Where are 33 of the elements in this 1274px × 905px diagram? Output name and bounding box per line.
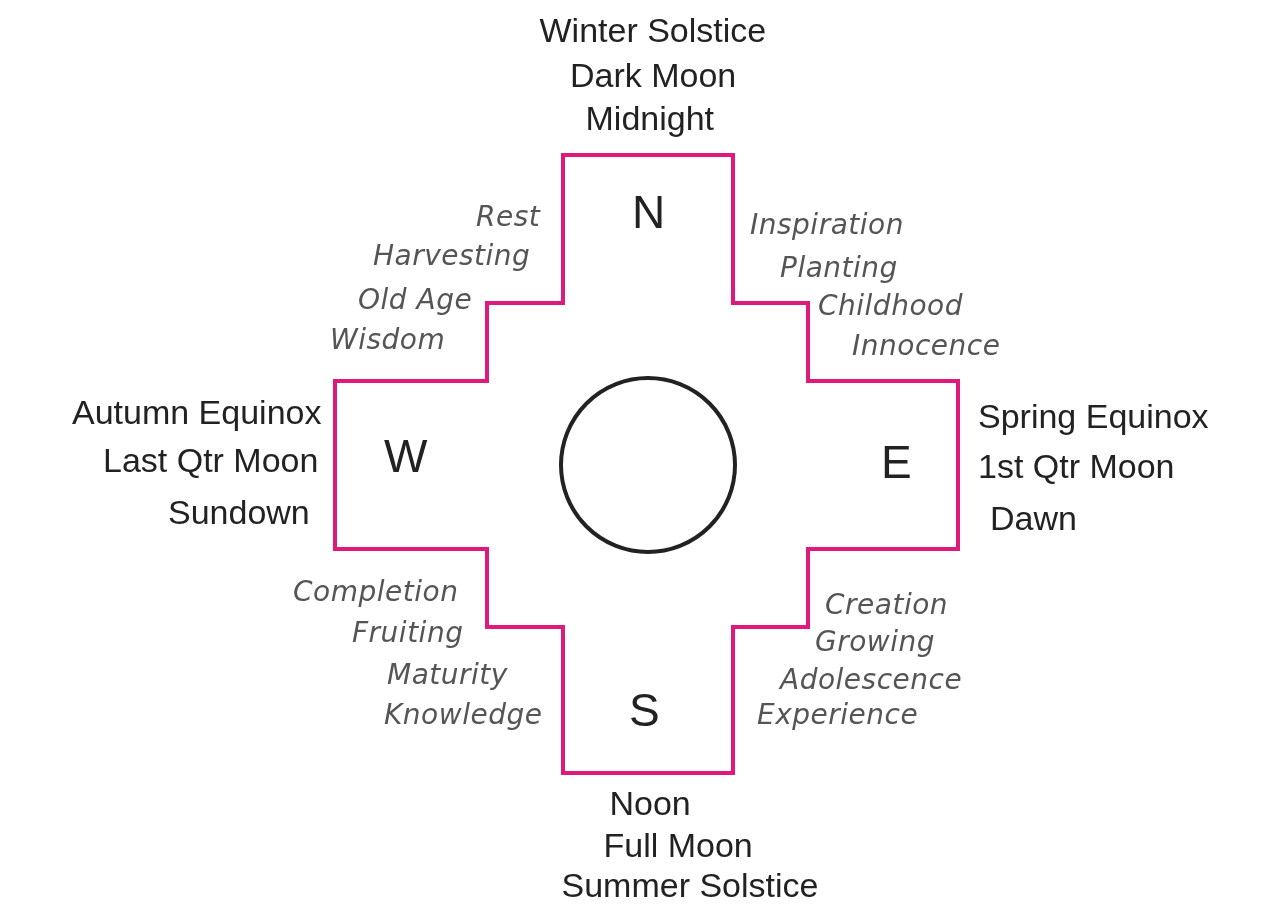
time-label: Autumn Equinox [72, 395, 322, 429]
direction-letter: N [632, 189, 666, 235]
time-label: Noon [609, 786, 691, 820]
quality-label: Inspiration [750, 211, 904, 239]
time-label: Last Qtr Moon [103, 443, 319, 477]
quality-label: Experience [757, 701, 919, 729]
time-label: Winter Solstice [539, 13, 767, 47]
quality-label: Rest [476, 203, 541, 231]
quality-label: Fruiting [352, 619, 464, 647]
time-label: Full Moon [603, 828, 753, 862]
quality-label: Growing [815, 628, 936, 656]
direction-letter: S [629, 687, 660, 733]
quality-label: Old Age [358, 286, 473, 314]
quality-label: Innocence [852, 332, 1001, 360]
quality-label: Adolescence [780, 666, 963, 694]
quality-label: Knowledge [384, 701, 543, 729]
time-label: Sundown [168, 495, 310, 529]
time-label: Dawn [990, 501, 1077, 535]
quality-label: Childhood [818, 292, 963, 320]
time-label: Midnight [585, 101, 714, 135]
quality-label: Maturity [387, 661, 508, 689]
time-label: Summer Solstice [561, 868, 819, 902]
direction-letter: E [881, 439, 912, 485]
quality-label: Completion [293, 578, 459, 606]
time-label: Spring Equinox [978, 399, 1209, 433]
circle [559, 376, 737, 554]
quality-label: Creation [825, 591, 949, 619]
quality-label: Wisdom [330, 326, 446, 354]
quality-label: Planting [780, 254, 898, 282]
time-label: Dark Moon [570, 58, 737, 92]
direction-letter: W [384, 433, 428, 479]
quality-label: Harvesting [373, 242, 531, 270]
time-label: 1st Qtr Moon [978, 449, 1175, 483]
